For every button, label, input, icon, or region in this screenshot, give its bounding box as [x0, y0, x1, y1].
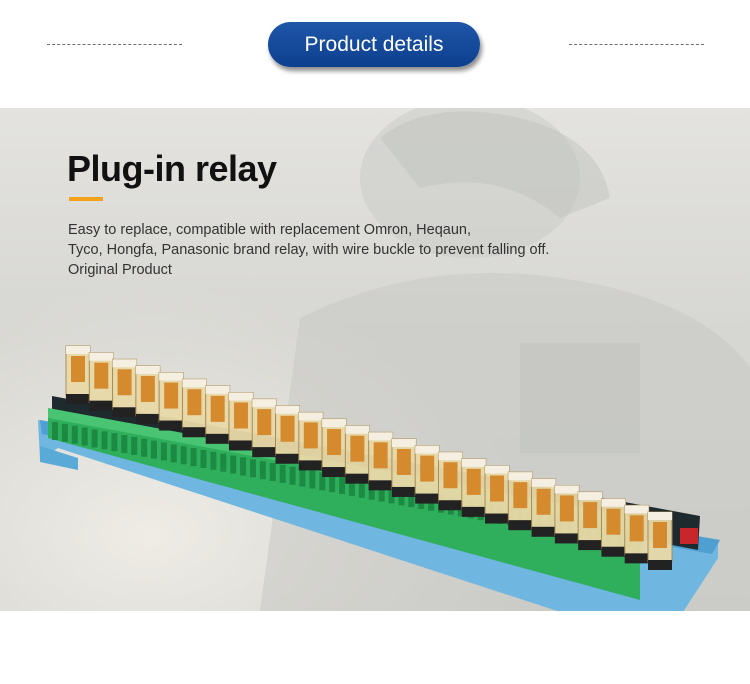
relay [181, 378, 207, 438]
screw-terminal [408, 489, 415, 508]
screw-terminal [358, 479, 365, 498]
screw-terminal [368, 481, 375, 500]
relay [647, 511, 673, 570]
relay [600, 498, 626, 557]
relay [577, 491, 603, 551]
relay [321, 418, 347, 478]
screw-terminal [210, 451, 217, 470]
screw-terminal [61, 423, 68, 442]
relay [205, 385, 231, 444]
screw-terminal [348, 477, 355, 496]
screw-terminal [378, 483, 385, 502]
screw-terminal [160, 442, 167, 461]
screw-terminal [121, 435, 128, 454]
screw-terminal [190, 448, 197, 467]
relay [624, 504, 650, 564]
relay [275, 405, 301, 464]
screw-terminal [220, 453, 227, 472]
screw-terminal [111, 433, 118, 452]
screw-terminal [279, 464, 286, 483]
screw-terminal [200, 449, 207, 468]
screw-terminal [249, 459, 256, 478]
red-indicator [680, 528, 698, 544]
relay [135, 365, 161, 424]
screw-terminal [150, 440, 157, 459]
relay [158, 372, 184, 431]
relay [461, 458, 487, 517]
relay [484, 465, 510, 524]
hero-banner: Plug-in relay Easy to replace, compatibl… [0, 108, 750, 611]
screw-terminal [71, 425, 78, 444]
relay [507, 471, 533, 531]
relay [368, 431, 394, 491]
divider-left [47, 44, 182, 45]
relay [414, 445, 440, 504]
description-line-1: Easy to replace, compatible with replace… [68, 222, 471, 238]
screw-terminal [131, 436, 138, 455]
screw-terminal [101, 431, 108, 450]
rail-foot-left [40, 446, 78, 470]
relay [437, 451, 463, 511]
relay [88, 352, 114, 411]
screw-terminal [388, 485, 395, 504]
relay [298, 411, 324, 471]
relay [65, 345, 91, 404]
screw-terminal [91, 429, 98, 448]
screw-terminal [240, 457, 247, 476]
screw-terminal [269, 463, 276, 482]
screw-terminal [81, 427, 88, 446]
relay-module-image [38, 345, 720, 611]
relay [344, 425, 370, 484]
top-header-bar: Product details [0, 0, 750, 108]
feature-description: Easy to replace, compatible with replace… [68, 220, 628, 280]
screw-terminal [299, 468, 306, 487]
relay-group [65, 345, 673, 570]
divider-right [569, 44, 704, 45]
feature-title: Plug-in relay [67, 148, 277, 189]
screw-terminal [52, 422, 58, 440]
description-line-2: Tyco, Hongfa, Panasonic brand relay, wit… [68, 242, 550, 258]
title-underline [69, 197, 103, 201]
screw-terminal [259, 461, 266, 480]
section-title-pill: Product details [268, 22, 480, 67]
screw-terminal [180, 446, 187, 465]
relay [554, 484, 580, 544]
screw-terminal [289, 466, 296, 485]
screw-terminal [329, 474, 336, 493]
screw-terminal [230, 455, 237, 474]
description-line-3: Original Product [68, 262, 172, 278]
relay [228, 391, 254, 451]
relay [531, 478, 557, 537]
screw-terminal [309, 470, 316, 489]
screw-terminal [319, 472, 326, 491]
screw-terminal [339, 476, 346, 495]
screw-terminal [170, 444, 177, 463]
relay [112, 358, 138, 418]
relay [391, 438, 417, 497]
screw-terminal [141, 438, 148, 457]
relay [251, 398, 277, 458]
